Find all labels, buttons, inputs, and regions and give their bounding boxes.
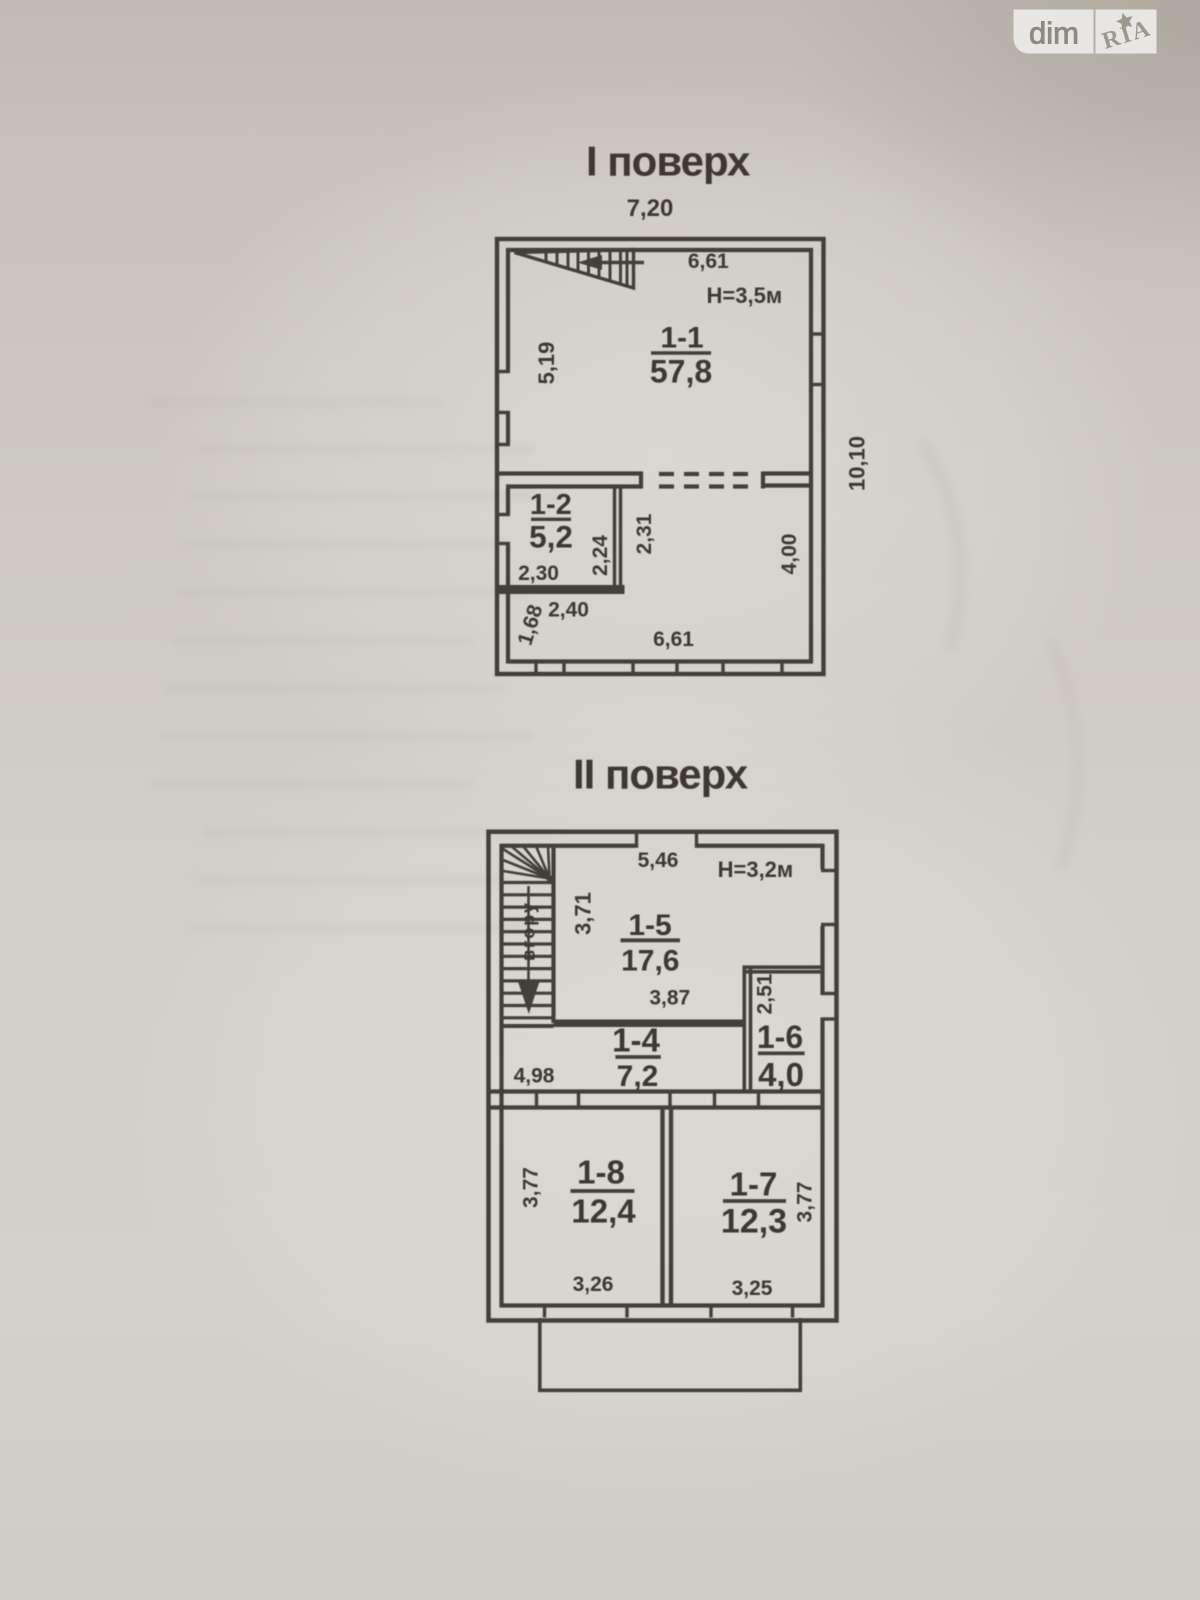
svg-text:5,2: 5,2 (529, 519, 573, 555)
svg-text:5,46: 5,46 (638, 849, 679, 872)
svg-text:2,51: 2,51 (754, 973, 777, 1014)
svg-text:12,3: 12,3 (721, 1203, 787, 1241)
svg-text:12,4: 12,4 (571, 1193, 636, 1230)
svg-text:4,0: 4,0 (758, 1056, 804, 1093)
svg-text:2,30: 2,30 (518, 562, 559, 585)
svg-text:І поверх: І поверх (586, 138, 751, 185)
svg-text:7,20: 7,20 (627, 195, 674, 222)
svg-text:ІІ поверх: ІІ поверх (573, 751, 749, 798)
svg-text:2,40: 2,40 (548, 599, 589, 622)
svg-text:3,77: 3,77 (794, 1182, 817, 1223)
svg-text:dim: dim (1029, 16, 1079, 51)
svg-text:3,87: 3,87 (649, 987, 690, 1010)
svg-text:6,61: 6,61 (688, 250, 729, 273)
svg-text:4,00: 4,00 (778, 534, 801, 575)
svg-text:Н=3,2м: Н=3,2м (718, 857, 794, 882)
svg-text:3,77: 3,77 (519, 1167, 542, 1208)
svg-text:3,25: 3,25 (732, 1277, 773, 1300)
svg-text:3,71: 3,71 (570, 892, 595, 935)
svg-text:1-1: 1-1 (660, 322, 703, 355)
svg-text:вгору: вгору (519, 901, 539, 961)
svg-text:10,10: 10,10 (844, 436, 869, 491)
svg-text:3,26: 3,26 (573, 1273, 614, 1296)
svg-text:1-8: 1-8 (577, 1154, 625, 1191)
svg-text:4,98: 4,98 (514, 1065, 555, 1088)
svg-text:57,8: 57,8 (650, 354, 712, 390)
svg-text:17,6: 17,6 (621, 945, 679, 978)
svg-text:5,19: 5,19 (534, 342, 559, 385)
svg-text:2,31: 2,31 (633, 513, 656, 554)
svg-text:2,24: 2,24 (589, 535, 612, 576)
svg-text:1-7: 1-7 (730, 1166, 778, 1203)
svg-text:1-2: 1-2 (530, 489, 572, 521)
svg-text:6,61: 6,61 (653, 628, 694, 651)
svg-text:1-5: 1-5 (628, 909, 671, 942)
svg-text:1-4: 1-4 (612, 1022, 660, 1059)
svg-text:Н=3,5м: Н=3,5м (707, 283, 783, 308)
svg-text:1-6: 1-6 (757, 1019, 803, 1055)
svg-text:7,2: 7,2 (617, 1060, 659, 1093)
